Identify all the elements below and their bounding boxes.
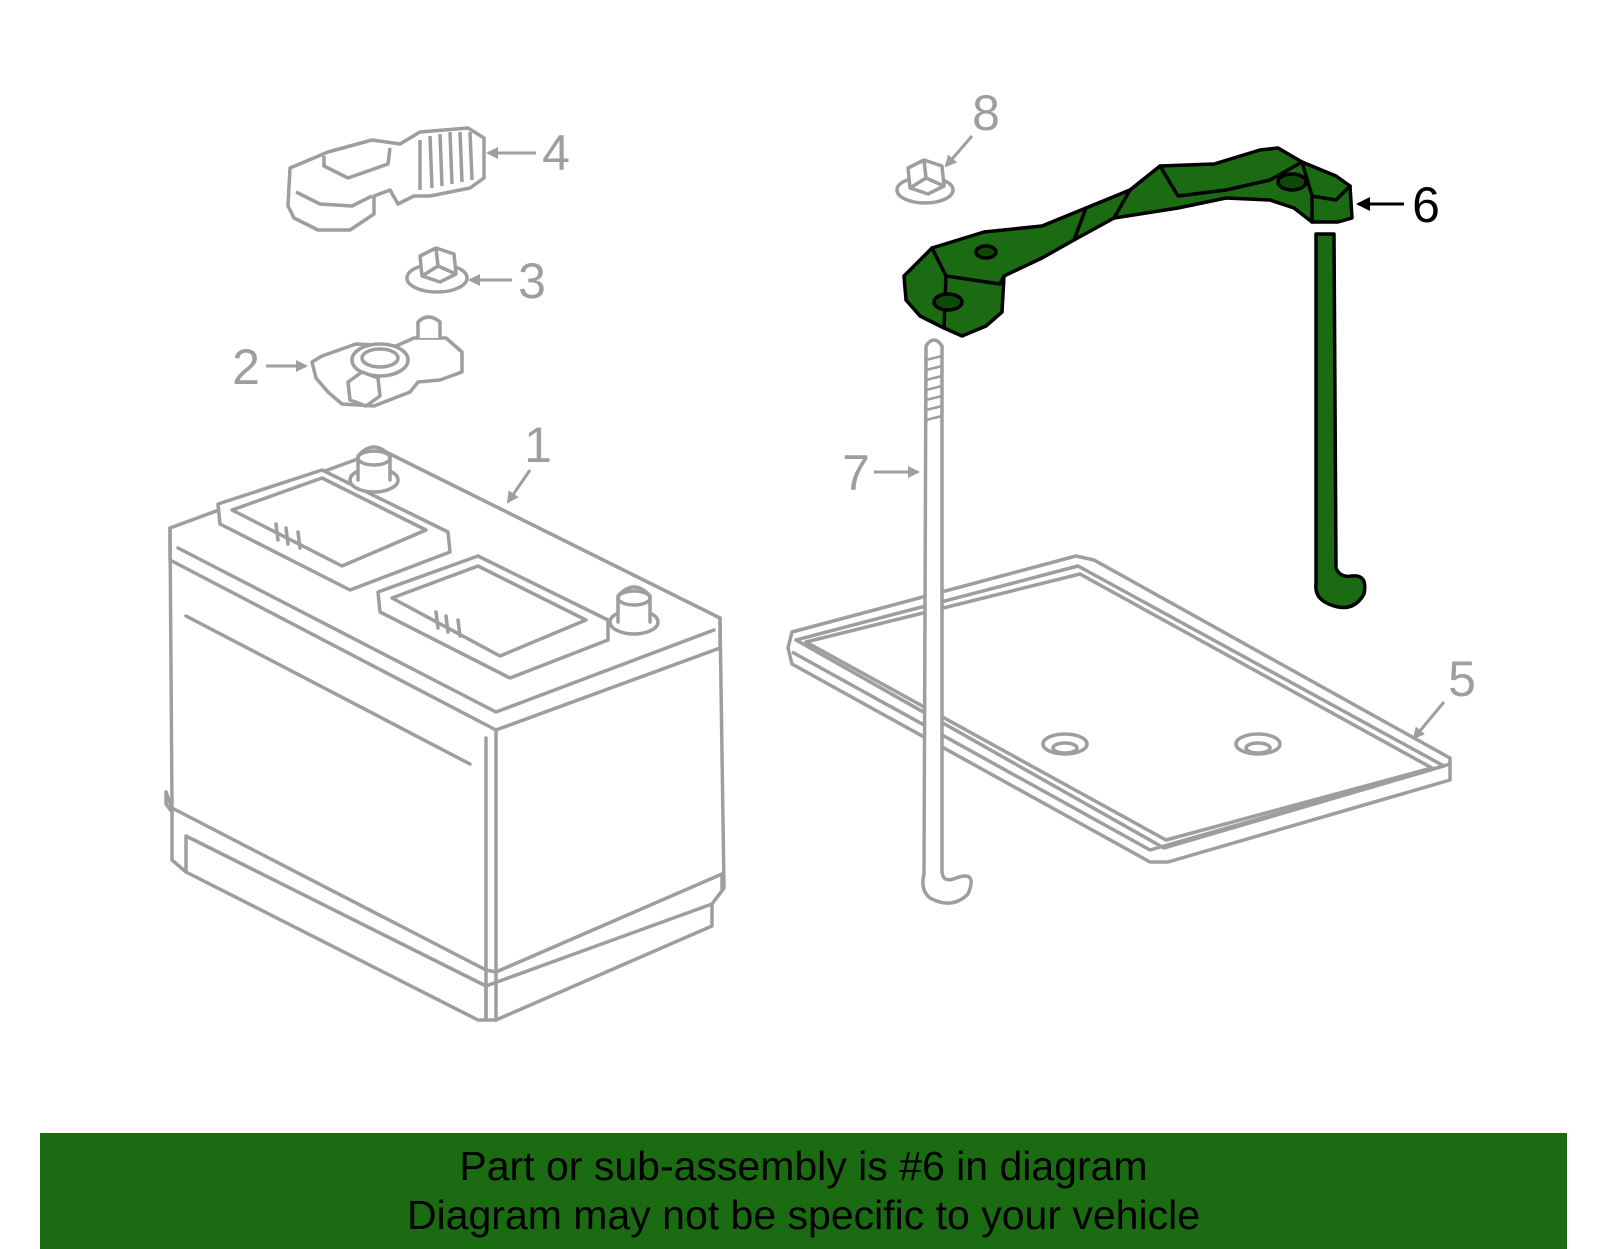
battery-tray-part	[786, 554, 1452, 864]
callout-6: 6	[1412, 177, 1440, 233]
footer-banner: Part or sub-assembly is #6 in diagram Di…	[40, 1133, 1567, 1249]
callout-1: 1	[524, 417, 552, 473]
footer-banner-bg	[40, 1133, 1567, 1249]
callout-4: 4	[542, 125, 570, 181]
callout-5: 5	[1448, 651, 1476, 707]
callout-7: 7	[842, 445, 870, 501]
callout-leaders	[266, 135, 1446, 740]
nut-8-part	[895, 158, 955, 205]
banner-line-1: Part or sub-assembly is #6 in diagram	[459, 1143, 1148, 1189]
callout-3: 3	[518, 253, 546, 309]
callout-8: 8	[972, 85, 1000, 141]
banner-line-2: Diagram may not be specific to your vehi…	[406, 1192, 1200, 1238]
hold-down-rod-part	[921, 338, 973, 905]
battery-part	[164, 445, 726, 1022]
callout-2: 2	[232, 339, 260, 395]
nut-3-part	[405, 246, 469, 294]
terminal-cover-part	[286, 126, 486, 232]
terminal-clamp-part	[310, 315, 464, 408]
hold-down-bracket-part	[902, 146, 1367, 610]
